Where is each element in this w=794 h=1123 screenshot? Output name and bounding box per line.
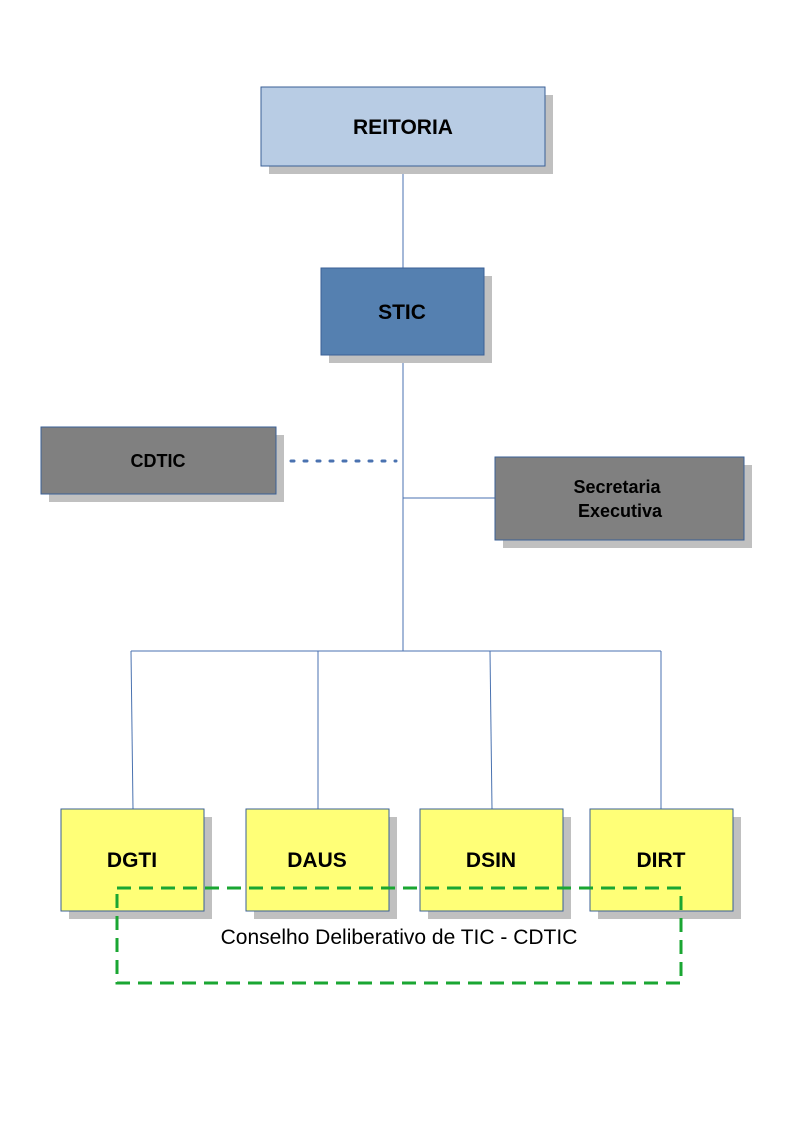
box-stic-rect (320, 267, 485, 356)
box-reitoria-rect (260, 86, 546, 167)
box-cdtic-rect (40, 426, 277, 495)
box-dirt-label: DIRT (637, 849, 686, 872)
box-dgti-label: DGTI (107, 849, 157, 872)
box-secretaria-rect (494, 456, 745, 541)
box-dsin-label: DSIN (466, 849, 516, 872)
box-secretaria-label-line2: Executiva (578, 501, 663, 521)
box-stic-label: STIC (378, 301, 426, 324)
connectors (130, 166, 662, 810)
box-cdtic: CDTIC (40, 426, 284, 502)
connector-dgti (130, 650, 134, 810)
box-dirt-rect (589, 808, 734, 912)
box-daus: DAUS (245, 808, 397, 919)
box-dsin-rect (419, 808, 564, 912)
box-dgti: DGTI (60, 808, 212, 919)
box-dgti-rect (60, 808, 205, 912)
box-dirt: DIRT (589, 808, 741, 919)
box-daus-rect (245, 808, 390, 912)
box-cdtic-label: CDTIC (131, 451, 186, 471)
box-daus-label: DAUS (287, 849, 347, 872)
council-group: Conselho Deliberativo de TIC - CDTIC (115, 886, 683, 985)
box-reitoria-label: REITORIA (353, 116, 453, 139)
box-secretaria-executiva: Secretaria Executiva (494, 456, 752, 548)
box-stic: STIC (320, 267, 492, 363)
box-reitoria: REITORIA (260, 86, 553, 174)
box-secretaria-label-line1: Secretaria (573, 477, 661, 497)
connector-dsin (489, 650, 493, 810)
box-dsin: DSIN (419, 808, 571, 919)
council-label: Conselho Deliberativo de TIC - CDTIC (221, 926, 578, 949)
